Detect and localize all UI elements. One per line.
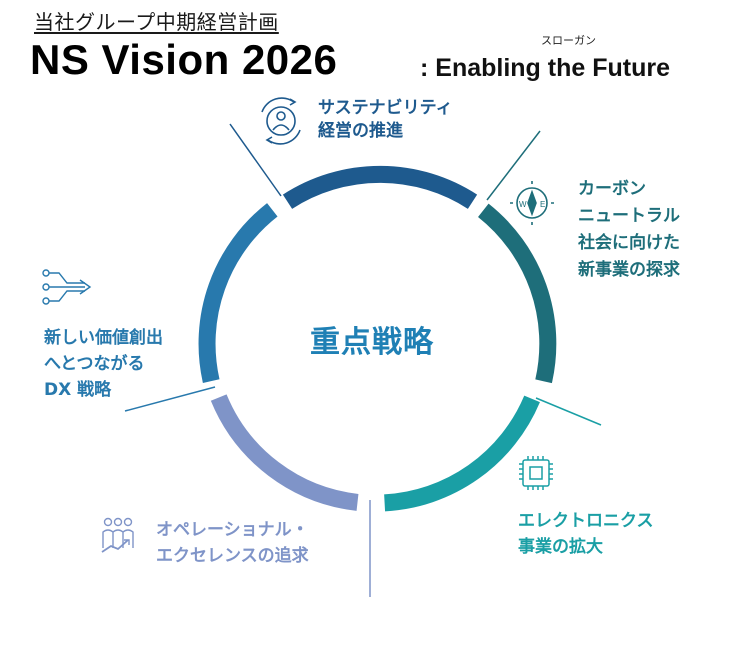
leader-line-electronics	[535, 397, 602, 426]
chip-icon	[519, 456, 553, 490]
strategy-label-line: カーボン	[578, 179, 646, 199]
team-growth-icon	[101, 517, 134, 553]
leader-line-carbon	[486, 130, 541, 201]
strategy-label-sustainability: サステナビリティ 経営の推進	[318, 97, 453, 143]
slogan-ruby-label: スローガン	[541, 34, 596, 47]
compass-icon: W E	[510, 181, 554, 225]
strategy-label-line: へとつながる	[44, 354, 145, 374]
strategy-label-line: エクセレンスの追求	[156, 546, 309, 566]
strategy-label-line: 新しい価値創出	[44, 328, 163, 348]
strategy-label-line: 事業の拡大	[518, 537, 603, 557]
strategy-label-line: サステナビリティ	[318, 98, 453, 118]
strategy-label-line: DX 戦略	[44, 380, 112, 400]
ring-arc-electronics	[384, 395, 540, 512]
strategy-label-line: ニュートラル	[578, 206, 680, 226]
ring-arc-dx	[198, 203, 278, 383]
circuit-arrow-icon	[42, 269, 92, 305]
ring-arc-carbon	[477, 203, 557, 384]
ring-arc-operational	[210, 394, 359, 511]
strategy-label-line: 新事業の探求	[578, 260, 680, 280]
strategy-label-dx: 新しい価値創出 へとつながる DX 戦略	[44, 325, 163, 403]
strategy-label-carbon-neutral: カーボン ニュートラル 社会に向けた 新事業の探求	[578, 176, 680, 284]
leader-line-dx	[124, 386, 216, 412]
slogan-text: : Enabling the Future	[420, 54, 670, 82]
strategy-label-line: オペレーショナル・	[156, 520, 309, 540]
svg-text:E: E	[540, 200, 545, 209]
vision-title: NS Vision 2026	[30, 36, 338, 83]
center-label-key-strategies: 重点戦略	[310, 325, 434, 360]
strategy-label-electronics: エレクトロニクス 事業の拡大	[518, 508, 654, 560]
svg-text:W: W	[519, 200, 527, 209]
person-cycle-icon	[261, 97, 301, 145]
strategy-label-line: エレクトロニクス	[518, 511, 654, 531]
ring-arc-sustainability	[282, 165, 478, 209]
strategy-label-operational-excellence: オペレーショナル・ エクセレンスの追求	[156, 517, 309, 569]
strategy-label-line: 社会に向けた	[578, 233, 680, 253]
plan-title: 当社グループ中期経営計画	[34, 10, 279, 34]
strategy-label-line: 経営の推進	[318, 121, 403, 141]
leader-line-sustainability	[229, 123, 282, 197]
